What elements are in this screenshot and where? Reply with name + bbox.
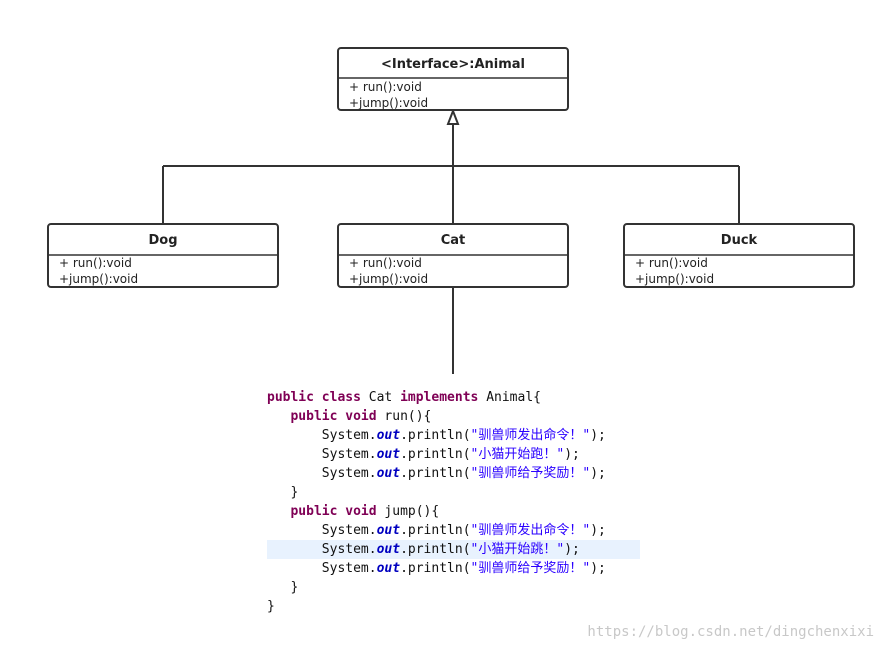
code-text: System.	[321, 466, 377, 481]
class-member: + run():void	[635, 256, 708, 270]
code-keyword: public	[290, 409, 338, 424]
class-cat-box: Cat + run():void +jump():void	[337, 223, 569, 288]
code-brace: }	[290, 485, 299, 500]
code-field: out	[376, 466, 401, 481]
code-field: out	[376, 542, 401, 557]
interface-animal-box: <Interface>:Animal + run():void +jump():…	[337, 47, 569, 111]
class-duck-box: Duck + run():void +jump():void	[623, 223, 855, 288]
code-line: public class Cat implements Animal{	[267, 388, 886, 407]
code-text: System.	[321, 523, 377, 538]
code-line: System.out.println("驯兽师给予奖励！");	[267, 464, 886, 483]
code-text: .println(	[400, 561, 471, 576]
code-field: out	[376, 523, 401, 538]
uml-diagram: <Interface>:Animal + run():void +jump():…	[47, 47, 855, 374]
class-cat-title: Cat	[441, 233, 466, 248]
code-text: .println(	[400, 523, 471, 538]
code-line: System.out.println("驯兽师发出命令！");	[267, 521, 886, 540]
code-keyword: public	[290, 504, 338, 519]
class-member: + run():void	[349, 256, 422, 270]
code-field: out	[376, 428, 401, 443]
class-dog-box: Dog + run():void +jump():void	[47, 223, 279, 288]
class-member: +jump():void	[635, 272, 714, 286]
code-text: );	[564, 447, 580, 462]
code-string: "驯兽师发出命令！"	[470, 428, 591, 443]
code-class-name: Cat	[368, 390, 393, 405]
code-text: );	[590, 428, 606, 443]
inheritance-arrowhead	[446, 108, 460, 125]
code-method-signature: run(){	[384, 409, 432, 424]
code-line: System.out.println("小猫开始跑！");	[267, 445, 886, 464]
code-string: "驯兽师发出命令！"	[470, 523, 591, 538]
code-text: );	[564, 542, 580, 557]
code-keyword: void	[345, 409, 377, 424]
code-interface-name: Animal{	[486, 390, 541, 405]
code-field: out	[376, 561, 401, 576]
code-line: System.out.println("驯兽师发出命令！");	[267, 426, 886, 445]
code-text: System.	[321, 542, 377, 557]
code-brace: }	[267, 599, 275, 614]
class-dog-title: Dog	[148, 233, 177, 248]
code-line: public void jump(){	[267, 502, 886, 521]
interface-title: <Interface>:Animal	[381, 57, 525, 72]
code-text: .println(	[400, 466, 471, 481]
class-member: +jump():void	[349, 272, 428, 286]
code-line: public void run(){	[267, 407, 886, 426]
code-method-signature: jump(){	[384, 504, 440, 519]
inheritance-connectors	[162, 125, 740, 374]
code-text: .println(	[400, 542, 471, 557]
code-text: System.	[321, 447, 377, 462]
code-text: .println(	[400, 428, 471, 443]
code-text: System.	[321, 428, 377, 443]
code-line: }	[267, 597, 886, 616]
code-listing: public class Cat implements Animal{ publ…	[267, 388, 886, 616]
code-line: System.out.println("驯兽师给予奖励！");	[267, 559, 886, 578]
code-keyword: class	[321, 390, 361, 405]
interface-member: + run():void	[349, 80, 422, 94]
code-text: );	[590, 561, 606, 576]
code-brace: }	[290, 580, 299, 595]
code-text: System.	[321, 561, 377, 576]
code-line: }	[267, 483, 886, 502]
class-member: +jump():void	[59, 272, 138, 286]
code-text: .println(	[400, 447, 471, 462]
code-line: }	[267, 578, 886, 597]
code-line-highlighted: System.out.println("小猫开始跳！");	[267, 540, 640, 559]
code-keyword: void	[345, 504, 377, 519]
watermark: https://blog.csdn.net/dingchenxixi	[587, 624, 874, 640]
code-string: "驯兽师给予奖励！"	[470, 561, 591, 576]
code-field: out	[376, 447, 401, 462]
code-text: );	[590, 523, 606, 538]
class-member: + run():void	[59, 256, 132, 270]
interface-member: +jump():void	[349, 96, 428, 110]
class-duck-title: Duck	[721, 233, 758, 248]
code-string: "小猫开始跳！"	[470, 542, 565, 557]
code-string: "小猫开始跑！"	[470, 447, 565, 462]
code-string: "驯兽师给予奖励！"	[470, 466, 591, 481]
code-keyword: implements	[400, 390, 479, 405]
code-keyword: public	[267, 390, 314, 405]
code-text: );	[590, 466, 606, 481]
